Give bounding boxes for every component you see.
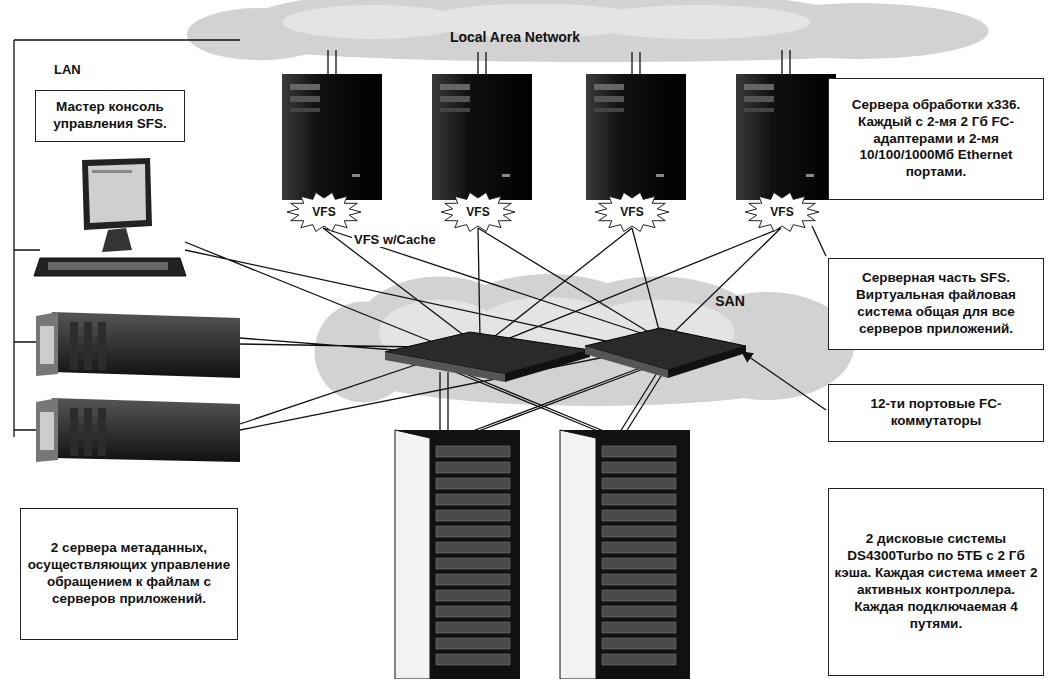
disk-racks [395, 430, 690, 679]
server-towers [282, 74, 836, 200]
callout-text: Мастер консоль управления SFS. [41, 99, 179, 133]
callout-text: 12-ти портовые FC-коммутаторы [834, 396, 1038, 430]
callout-text: Серверная часть SFS. Виртуальная файлова… [834, 270, 1038, 338]
cloud-label: Local Area Network [450, 29, 580, 47]
callout-box: 2 дисковые системы DS4300Turbo по 5ТБ с … [828, 488, 1044, 676]
cloud-label: SAN [715, 293, 745, 311]
metadata-servers [36, 312, 240, 462]
callout-text: 2 дисковые системы DS4300Turbo по 5ТБ с … [834, 531, 1038, 632]
vfs-starburst: VFS [745, 192, 819, 232]
callout-text: Сервера обработки x336. Каждый с 2-мя 2 … [834, 97, 1038, 181]
callout-box: 12-ти портовые FC-коммутаторы [828, 384, 1044, 442]
callout-text: 2 сервера метаданных, осуществляющих упр… [26, 540, 232, 608]
vfs-label: VFS [312, 205, 335, 220]
vfs-label: VFS [466, 205, 489, 220]
callout-box: Серверная часть SFS. Виртуальная файлова… [828, 258, 1044, 350]
console-computer [34, 158, 186, 276]
callout-box: Мастер консоль управления SFS. [35, 90, 185, 142]
vfs-starburst: VFS [441, 192, 515, 232]
vfs-starburst: VFS [287, 192, 361, 232]
vfs-starburst: VFS [595, 192, 669, 232]
network-label: LAN [52, 62, 83, 77]
lan-cloud: Local Area Network [195, 0, 1005, 62]
cloud-shape [195, 0, 1005, 62]
vfs-label: VFS [620, 205, 643, 220]
callout-box: 2 сервера метаданных, осуществляющих упр… [20, 508, 238, 640]
cache-label: VFS w/Cache [352, 232, 438, 247]
callout-box: Сервера обработки x336. Каждый с 2-мя 2 … [828, 78, 1044, 200]
vfs-label: VFS [770, 205, 793, 220]
